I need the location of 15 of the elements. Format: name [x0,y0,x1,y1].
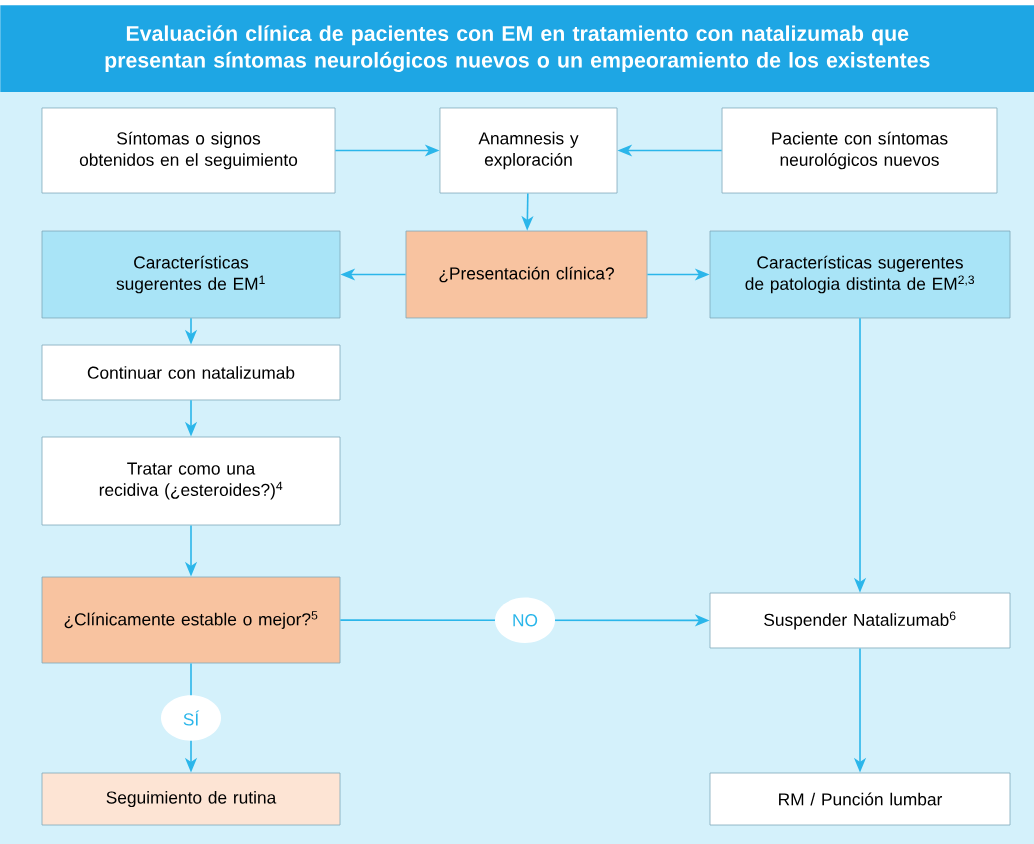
process-box: Suspender Natalizumab$^{6}$ [709,592,1011,649]
edge-label: NO [495,597,555,643]
title-banner: Evaluación clínica de pacientes con EM en tratamiento con natalizumab que presentan síntomas neurológicos nuevos o un empeoramiento de los existentes [0,5,1034,92]
end-box: RM / Punción lumbar [709,772,1011,826]
edge-label: SÍ [161,695,221,741]
process-box: Tratar como una recidiva (¿esteroides?)$^{4}$ [41,436,341,526]
decision-box: ¿Clínicamente estable o mejor?$^{5}$ [41,576,341,664]
process-box: Paciente con síntomas neurológicos nuevos [721,107,998,194]
process-box: Anamnesis y exploración [439,107,618,194]
end-box: Seguimiento de rutina [41,772,341,826]
process-box: Síntomas o signos obtenidos en el seguimiento [41,107,336,194]
process-box: Características sugerentes de patologia distinta de EM$^{2,3}$ [709,230,1011,319]
process-box: Características sugerentes de EM$^{1}$ [41,230,341,319]
process-box: Continuar con natalizumab [41,344,341,401]
decision-box: ¿Presentación clínica? [405,230,648,319]
